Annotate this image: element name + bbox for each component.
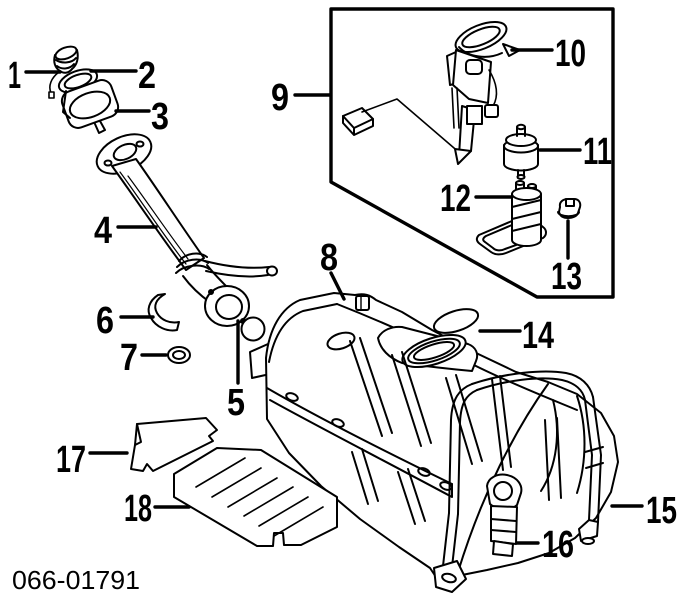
fuel-cap-art (48, 45, 79, 99)
tank-strap-art (433, 370, 604, 593)
hose-art (147, 293, 180, 332)
callout-label-8[interactable]: 8 (320, 237, 338, 279)
callout-label-11[interactable]: 11 (583, 131, 612, 173)
inset-box (329, 7, 615, 299)
callout-label-2[interactable]: 2 (138, 55, 156, 97)
fuel-filter-art (503, 123, 539, 180)
grommet-art (167, 346, 191, 364)
callout-label-9[interactable]: 9 (271, 77, 289, 119)
callout-label-18[interactable]: 18 (124, 488, 152, 530)
heat-shield-art (130, 417, 218, 472)
callout-label-6[interactable]: 6 (96, 300, 114, 342)
filler-tube-art (95, 133, 278, 327)
callout-label-7[interactable]: 7 (120, 337, 138, 379)
fuel-pump-module-art (446, 20, 521, 165)
tank-pad-art (432, 308, 480, 334)
seal-ring-art (240, 316, 266, 342)
nut-art (557, 198, 582, 219)
callout-label-14[interactable]: 14 (522, 315, 554, 357)
harness-pad-art (342, 98, 462, 155)
callout-label-17[interactable]: 17 (56, 439, 86, 481)
tank-protector-art (173, 447, 338, 547)
callout-labels: 1 2 3 4 5 6 7 8 9 10 11 12 13 14 15 16 1… (8, 33, 677, 566)
filler-housing-art (60, 79, 120, 134)
callout-label-5[interactable]: 5 (227, 382, 245, 424)
callout-label-1[interactable]: 1 (8, 55, 21, 97)
callout-label-13[interactable]: 13 (551, 256, 582, 298)
callout-label-12[interactable]: 12 (440, 178, 471, 220)
fuel-tank-art (249, 292, 619, 587)
callout-leader-lines (24, 48, 644, 545)
figure-code: 066-01791 (12, 565, 140, 595)
fuel-pump-art (475, 180, 547, 256)
callout-label-16[interactable]: 16 (542, 524, 574, 566)
strap-bracket-art (486, 473, 523, 557)
callout-label-3[interactable]: 3 (151, 96, 169, 138)
diagram-line-art (24, 7, 644, 593)
callout-label-15[interactable]: 15 (646, 490, 677, 532)
callout-label-4[interactable]: 4 (94, 210, 112, 252)
callout-label-10[interactable]: 10 (555, 33, 586, 75)
